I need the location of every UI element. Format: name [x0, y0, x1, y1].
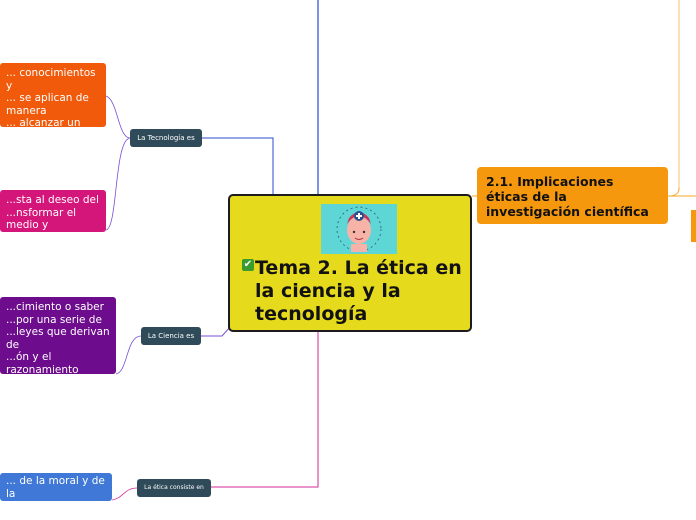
ciencia-leaf[interactable]: ...cimiento o saber ...por una serie de … [0, 297, 116, 374]
offscreen-node[interactable] [691, 210, 696, 242]
tag-tecnologia[interactable]: La Tecnología es [130, 129, 202, 147]
subtopic-implicaciones[interactable]: 2.1. Implicaciones éticas de la investig… [477, 167, 668, 224]
connector-bottom [211, 332, 318, 487]
connector-tec-leaf1 [106, 96, 130, 138]
central-title: Tema 2. La ética en la ciencia y la tecn… [255, 257, 465, 326]
tecnologia-leaf-1[interactable]: ... conocimientos y ... se aplican de ma… [0, 63, 106, 127]
tag-ciencia[interactable]: La Ciencia es [141, 327, 201, 345]
checkmark-icon[interactable]: ✔ [242, 259, 254, 271]
etica-leaf[interactable]: ... de la moral y de la ...na. [0, 473, 112, 501]
connector-etica-leaf [112, 488, 137, 500]
connector-tecnologia [202, 138, 273, 194]
connector-ciencia-leaf [116, 336, 141, 374]
tag-etica[interactable]: La ética consiste en [137, 479, 211, 497]
tecnologia-leaf-2[interactable]: ...sta al deseo del ...nsformar el medio… [0, 190, 106, 232]
connector-right-curve [668, 188, 679, 196]
central-topic[interactable]: ✔ Tema 2. La ética en la ciencia y la te… [228, 194, 472, 332]
head-with-cross-icon [321, 204, 397, 254]
connector-tec-leaf2 [106, 138, 130, 230]
